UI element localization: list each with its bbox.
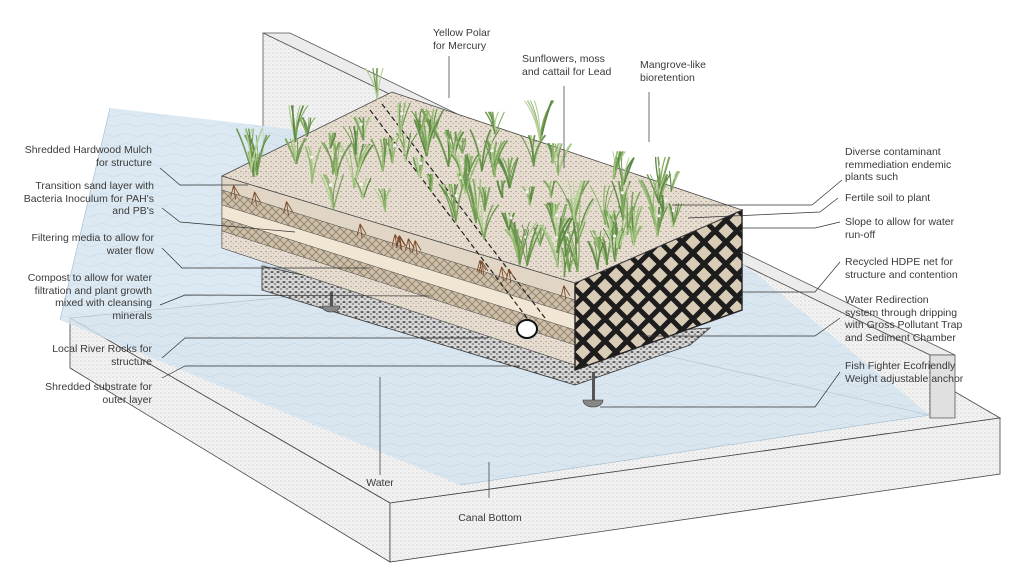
plant-clump xyxy=(373,188,392,213)
plant-clump xyxy=(542,180,556,199)
label-slope: Slope to allow for water run-off xyxy=(845,216,955,241)
plant-root xyxy=(505,268,516,284)
plant-clump xyxy=(438,183,465,223)
plant-clump xyxy=(383,137,399,164)
label-hardwood-mulch: Shredded Hardwood Mulch for structure xyxy=(24,144,152,169)
plant-clump xyxy=(304,145,322,184)
plant-clump xyxy=(469,129,500,172)
plant-clump xyxy=(395,132,418,162)
label-compost: Compost to allow for water filtration an… xyxy=(27,272,152,322)
plant-clump xyxy=(496,180,506,199)
plant-clump xyxy=(500,212,516,231)
plant-clump xyxy=(668,170,681,192)
plant-clump xyxy=(572,221,586,244)
label-yellow-polar: Yellow Polar for Mercury xyxy=(433,27,491,52)
label-water: Water xyxy=(366,477,394,489)
label-transition-sand: Transition sand layer with Bacteria Inoc… xyxy=(23,180,154,217)
plant-clump xyxy=(288,105,309,143)
plant-root xyxy=(391,234,402,249)
plant-clump xyxy=(546,143,573,176)
plant-clump xyxy=(353,177,372,200)
plant-clump xyxy=(546,202,561,219)
plant-clump xyxy=(235,128,263,171)
plant-clump xyxy=(451,154,482,194)
plant-clump xyxy=(555,180,590,224)
label-diverse-plants: Diverse contaminant remmediation endemic… xyxy=(845,146,952,183)
plant-clump xyxy=(655,194,668,213)
plant-clump xyxy=(611,180,631,221)
plant-clump xyxy=(426,173,434,192)
plant-clump xyxy=(342,125,360,155)
plant-clump xyxy=(338,144,374,189)
plant-clump xyxy=(284,137,308,165)
plant-clump xyxy=(328,132,337,149)
label-water-redirection: Water Redirection system through drippin… xyxy=(845,294,963,344)
plant-root xyxy=(476,259,487,275)
plant-clump xyxy=(323,141,341,175)
anchor-right xyxy=(582,372,604,408)
label-hdpe-net: Recycled HDPE net for structure and cont… xyxy=(845,256,958,281)
plant-root xyxy=(230,185,240,200)
vegetation xyxy=(230,67,683,300)
label-river-rocks: Local River Rocks for structure xyxy=(52,343,152,368)
label-filtering-media: Filtering media to allow for water flow xyxy=(31,232,154,257)
plant-clump xyxy=(521,186,535,206)
label-shredded-substrate: Shredded substrate for outer layer xyxy=(45,381,152,406)
plant-clump xyxy=(484,111,505,135)
plant-root xyxy=(404,238,415,253)
plant-root xyxy=(356,223,367,238)
plant-clump xyxy=(432,129,462,167)
plant-clump xyxy=(472,204,500,240)
plant-clump xyxy=(556,217,574,254)
plant-clump xyxy=(547,142,563,164)
leader-lines xyxy=(159,56,843,498)
plant-clump xyxy=(519,134,547,167)
label-anchor: Fish Fighter Ecofriendly Weight adjustab… xyxy=(845,360,964,385)
plant-clump xyxy=(488,160,499,178)
plant-clump xyxy=(353,116,372,141)
plant-clump xyxy=(411,110,430,134)
plant-clump xyxy=(364,67,384,100)
plant-root xyxy=(478,260,489,275)
plant-clump xyxy=(587,240,606,271)
plant-clump xyxy=(298,116,316,137)
plant-root xyxy=(560,285,571,300)
plant-clump xyxy=(397,102,411,140)
plant-clump xyxy=(370,138,395,172)
label-fertile-soil: Fertile soil to plant xyxy=(845,192,931,204)
plant-root xyxy=(283,201,293,216)
label-canal-bottom: Canal Bottom xyxy=(458,512,522,524)
plant-clump xyxy=(638,179,658,214)
plant-clump xyxy=(647,206,668,237)
plant-clump xyxy=(504,228,530,265)
plant-clump xyxy=(319,174,345,210)
plant-clump xyxy=(610,230,625,249)
plant-root xyxy=(498,266,508,281)
anchor-left xyxy=(321,292,341,313)
plant-clump xyxy=(412,156,425,179)
plant-clump xyxy=(455,137,467,154)
plant-clump xyxy=(495,157,519,189)
label-sunflowers: Sunflowers, moss and cattail for Lead xyxy=(522,53,612,78)
plant-root xyxy=(251,191,261,206)
label-mangrove: Mangrove-like bioretention xyxy=(640,59,706,84)
